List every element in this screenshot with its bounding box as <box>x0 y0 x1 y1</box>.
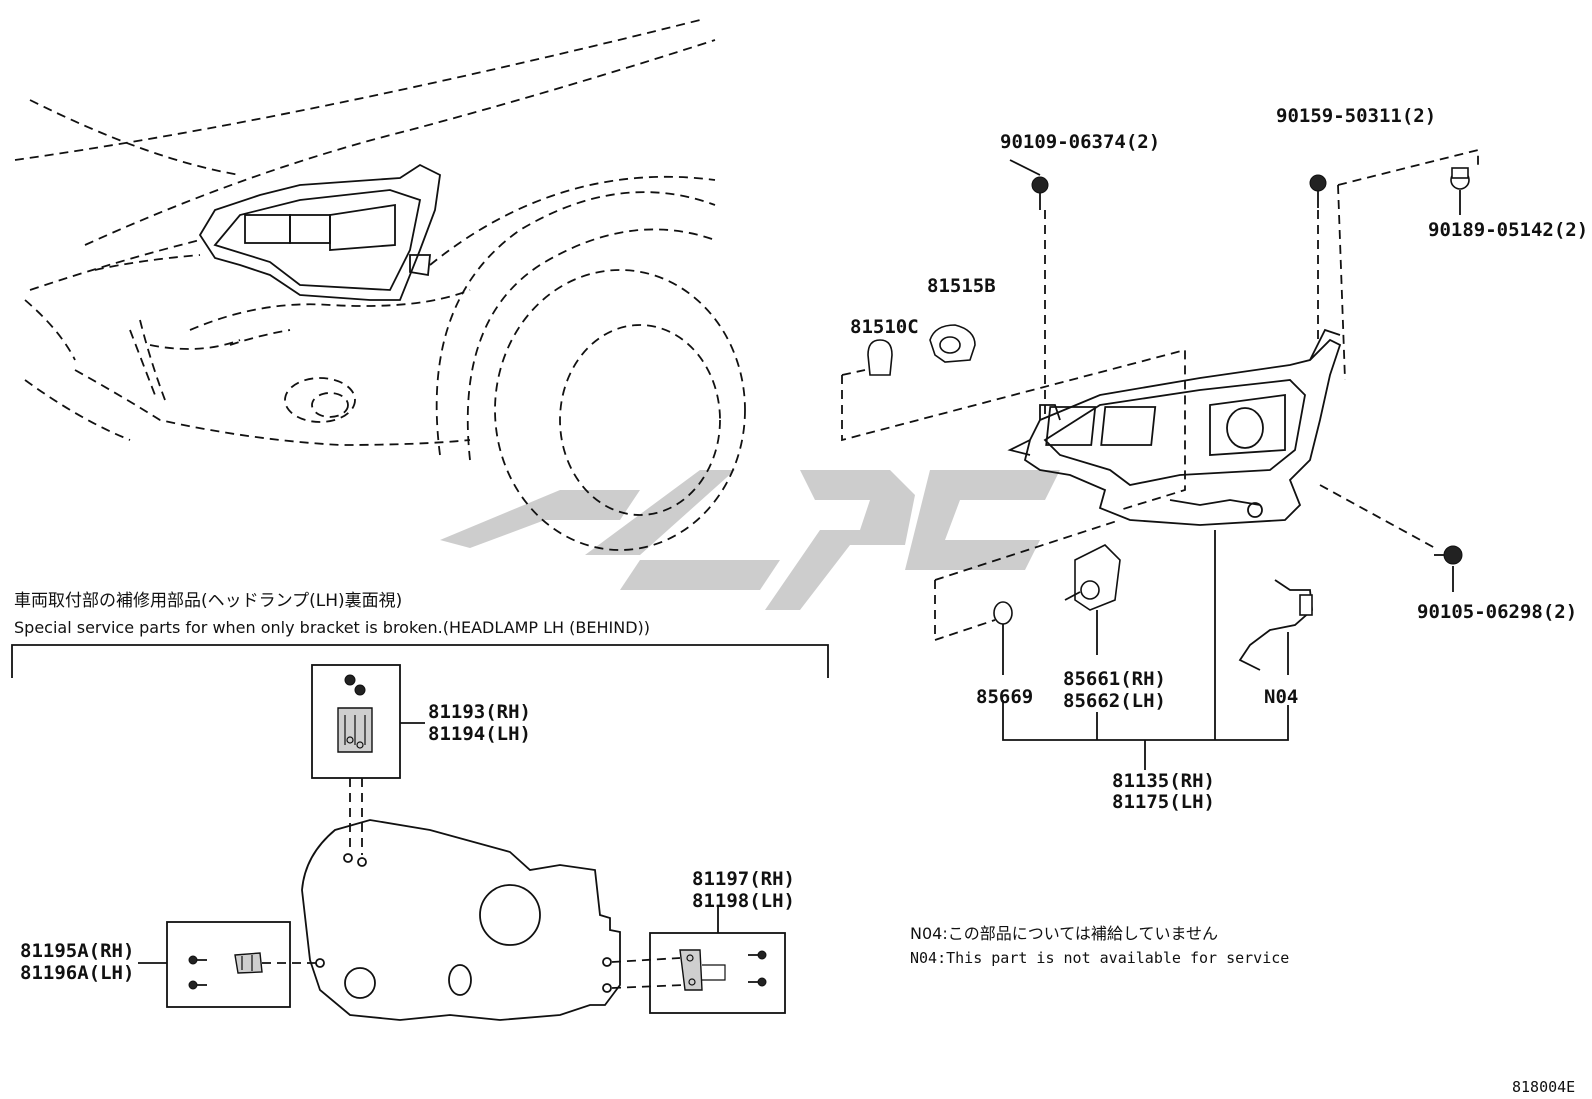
bracket-box-81193 <box>311 664 425 779</box>
label-90189-05142: 90189-05142(2) <box>1428 219 1588 241</box>
bracket-box-81195A <box>138 921 291 1008</box>
wire-harness-N04 <box>1238 579 1313 671</box>
section-title-en: Special service parts for when only brac… <box>14 618 650 637</box>
leader-81193 <box>349 778 363 855</box>
note-n04-jp: N04:この部品については補給していません <box>910 924 1218 943</box>
vehicle-front-outline <box>14 19 746 551</box>
headlamp-on-vehicle <box>198 163 441 301</box>
label-n04: N04 <box>1264 686 1298 708</box>
label-81198-lh: 81198(LH) <box>692 890 795 912</box>
headlamp-housing-behind <box>301 819 621 1021</box>
ring-85669 <box>993 601 1013 625</box>
nut-90189 <box>1450 167 1470 190</box>
label-90105-06298: 90105-06298(2) <box>1417 601 1577 623</box>
label-81135-rh: 81135(RH) <box>1112 770 1215 792</box>
socket-81515B <box>929 324 976 363</box>
label-81195A-rh: 81195A(RH) <box>20 940 134 962</box>
service-section-bracket <box>11 644 829 678</box>
label-81196A-lh: 81196A(LH) <box>20 962 134 984</box>
label-81175-lh: 81175(LH) <box>1112 791 1215 813</box>
bolt-90159 <box>1309 174 1327 208</box>
label-81197-rh: 81197(RH) <box>692 868 795 890</box>
motor-85661 <box>1064 544 1121 611</box>
section-title-jp: 車両取付部の補修用部品(ヘッドランプ(LH)裏面視) <box>14 590 402 611</box>
label-85662-lh: 85662(LH) <box>1063 690 1166 712</box>
bolt-90105 <box>1434 545 1463 565</box>
bolt-90109 <box>1031 176 1049 210</box>
leader-81197 <box>611 957 685 989</box>
label-81515B: 81515B <box>927 275 996 297</box>
label-81193-rh: 81193(RH) <box>428 701 531 723</box>
label-85661-rh: 85661(RH) <box>1063 668 1166 690</box>
label-90109-06374: 90109-06374(2) <box>1000 131 1160 153</box>
bracket-box-81197 <box>649 905 786 1014</box>
note-n04-en: N04:This part is not available for servi… <box>910 949 1289 967</box>
headlamp-assembly <box>1007 328 1342 526</box>
label-81510C: 81510C <box>850 316 919 338</box>
label-90159-50311: 90159-50311(2) <box>1276 105 1436 127</box>
watermark-logo <box>440 470 1060 610</box>
leader-lines-right <box>841 148 1479 770</box>
label-81194-lh: 81194(LH) <box>428 723 531 745</box>
bulb-81510C <box>867 339 893 376</box>
diagram-code: 818004E <box>1512 1078 1575 1096</box>
label-85669: 85669 <box>976 686 1033 708</box>
